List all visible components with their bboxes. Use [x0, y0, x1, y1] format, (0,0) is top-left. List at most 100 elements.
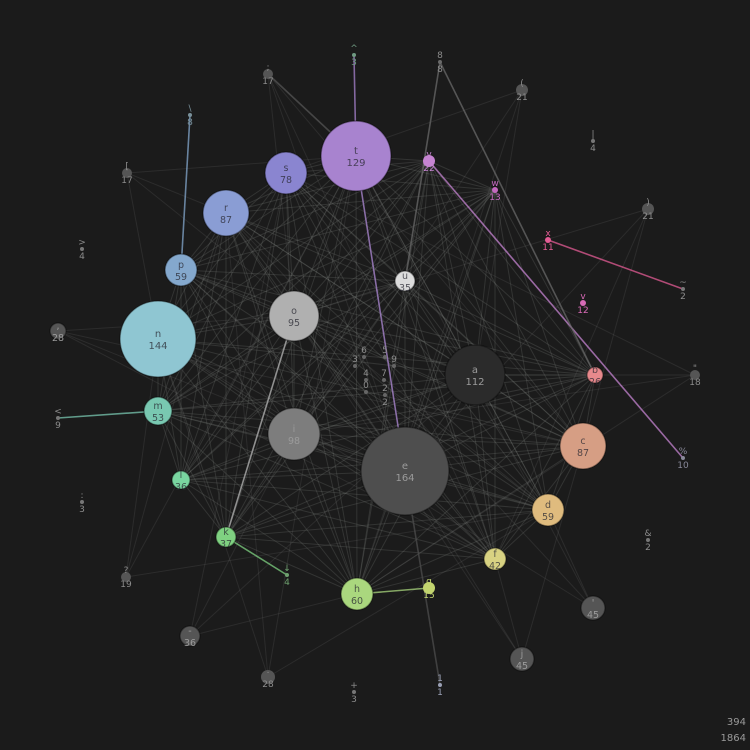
node-x2e[interactable]: .28: [261, 666, 275, 690]
node-x3a[interactable]: :3: [79, 491, 85, 515]
edge-t-m: [157, 155, 357, 412]
node-w[interactable]: w13: [489, 179, 500, 203]
node-label: ↓: [283, 564, 291, 574]
edge-b-y: [428, 160, 596, 376]
edge-h-d: [356, 509, 549, 595]
node-x5c[interactable]: \8: [187, 104, 193, 128]
node-count-stat: 394: [726, 717, 746, 728]
node-value: 95: [288, 318, 300, 329]
node-value: 4: [79, 252, 85, 262]
node-6[interactable]: 6: [361, 346, 367, 359]
node-x7e[interactable]: ~2: [679, 278, 687, 302]
node-circle: [188, 113, 192, 117]
node-l[interactable]: l36: [171, 470, 191, 493]
node-x7c[interactable]: |4: [590, 130, 596, 154]
node-x3f[interactable]: ?19: [120, 566, 132, 590]
node-x3b[interactable]: ;17: [262, 63, 273, 87]
node-0[interactable]: 0: [363, 381, 369, 394]
node-x3e[interactable]: >4: [78, 238, 86, 262]
node-x5b[interactable]: [17: [121, 162, 132, 186]
edge-h-b: [356, 374, 596, 595]
node-s[interactable]: s78: [264, 151, 308, 195]
node-label: i: [293, 424, 296, 435]
node-h[interactable]: h60: [340, 577, 374, 611]
edge-r-h: [225, 212, 358, 595]
edge-l-w: [180, 189, 496, 481]
node-i[interactable]: i98: [267, 407, 321, 461]
edge-p-u: [180, 269, 406, 282]
node-1[interactable]: 11: [437, 674, 443, 698]
edge-o-m: [157, 315, 295, 412]
node-x26[interactable]: &2: [644, 529, 651, 553]
edge-o-k: [225, 315, 295, 538]
node-p[interactable]: p59: [164, 253, 198, 287]
node-label: 3: [352, 355, 358, 365]
edges-layer: [57, 54, 696, 686]
node-x22[interactable]: "18: [689, 364, 701, 388]
edge-c-s: [285, 172, 584, 447]
node-value: 59: [542, 512, 554, 523]
edge-c-r: [225, 212, 584, 447]
node-m[interactable]: m53: [143, 396, 173, 426]
node-x[interactable]: x11: [542, 229, 553, 253]
node-x2c[interactable]: ,28: [49, 321, 67, 344]
node-value: 4: [284, 578, 290, 588]
edge-l-u: [180, 280, 406, 481]
node-x28[interactable]: (21: [516, 79, 528, 103]
edge-o-b: [293, 315, 596, 376]
node-j[interactable]: j45: [509, 646, 535, 672]
node-f[interactable]: f42: [483, 547, 507, 572]
node-circle: [492, 187, 498, 193]
node-3[interactable]: 3: [352, 355, 358, 368]
edge-a-t: [355, 155, 476, 376]
node-circle: [352, 690, 356, 694]
node-x5e[interactable]: ^3: [350, 44, 358, 68]
node-9[interactable]: 9: [391, 355, 397, 368]
node-b[interactable]: b26: [586, 365, 604, 388]
node-7[interactable]: 7: [381, 369, 387, 382]
node-label: 4: [363, 369, 369, 379]
node-v[interactable]: v12: [577, 292, 588, 316]
node-value: 21: [516, 93, 527, 103]
edge-s-w: [285, 172, 496, 191]
node-x2b[interactable]: +3: [350, 681, 358, 705]
node-y[interactable]: y22: [423, 150, 435, 174]
edge-u-b: [404, 280, 596, 376]
node-label: >: [78, 238, 86, 248]
node-8[interactable]: 88: [437, 51, 443, 75]
node-label: v: [580, 292, 586, 302]
node-4[interactable]: 4: [363, 369, 369, 382]
node-circle: [320, 120, 392, 192]
node-x29[interactable]: )21: [642, 198, 654, 222]
node-d[interactable]: d59: [531, 493, 565, 527]
node-value: 87: [220, 215, 232, 226]
node-x25[interactable]: %10: [677, 447, 689, 471]
edge-t-d: [355, 155, 549, 511]
node-k[interactable]: k37: [215, 526, 237, 550]
node-x2193[interactable]: ↓4: [283, 564, 291, 588]
node-x3c[interactable]: <9: [54, 407, 62, 431]
node-x27[interactable]: '45: [580, 595, 606, 621]
node-circle: [261, 670, 275, 684]
node-label: o: [291, 306, 297, 317]
node-g[interactable]: g15: [423, 577, 435, 601]
node-label: ;: [266, 63, 269, 73]
edge-x2d-i: [189, 433, 295, 637]
node-label: -: [188, 626, 191, 637]
node-x2d[interactable]: -36: [179, 625, 201, 649]
edge-x5b-d: [126, 172, 549, 511]
node-u[interactable]: u35: [394, 270, 416, 294]
node-5[interactable]: 5: [382, 346, 388, 359]
edge-f-m: [157, 410, 496, 560]
node-label: 1: [437, 674, 443, 684]
edge-m-u: [157, 280, 406, 412]
node-2[interactable]: 22: [382, 384, 388, 408]
node-c[interactable]: c87: [559, 422, 607, 470]
node-o[interactable]: o95: [268, 290, 320, 342]
node-r[interactable]: r87: [202, 189, 250, 237]
